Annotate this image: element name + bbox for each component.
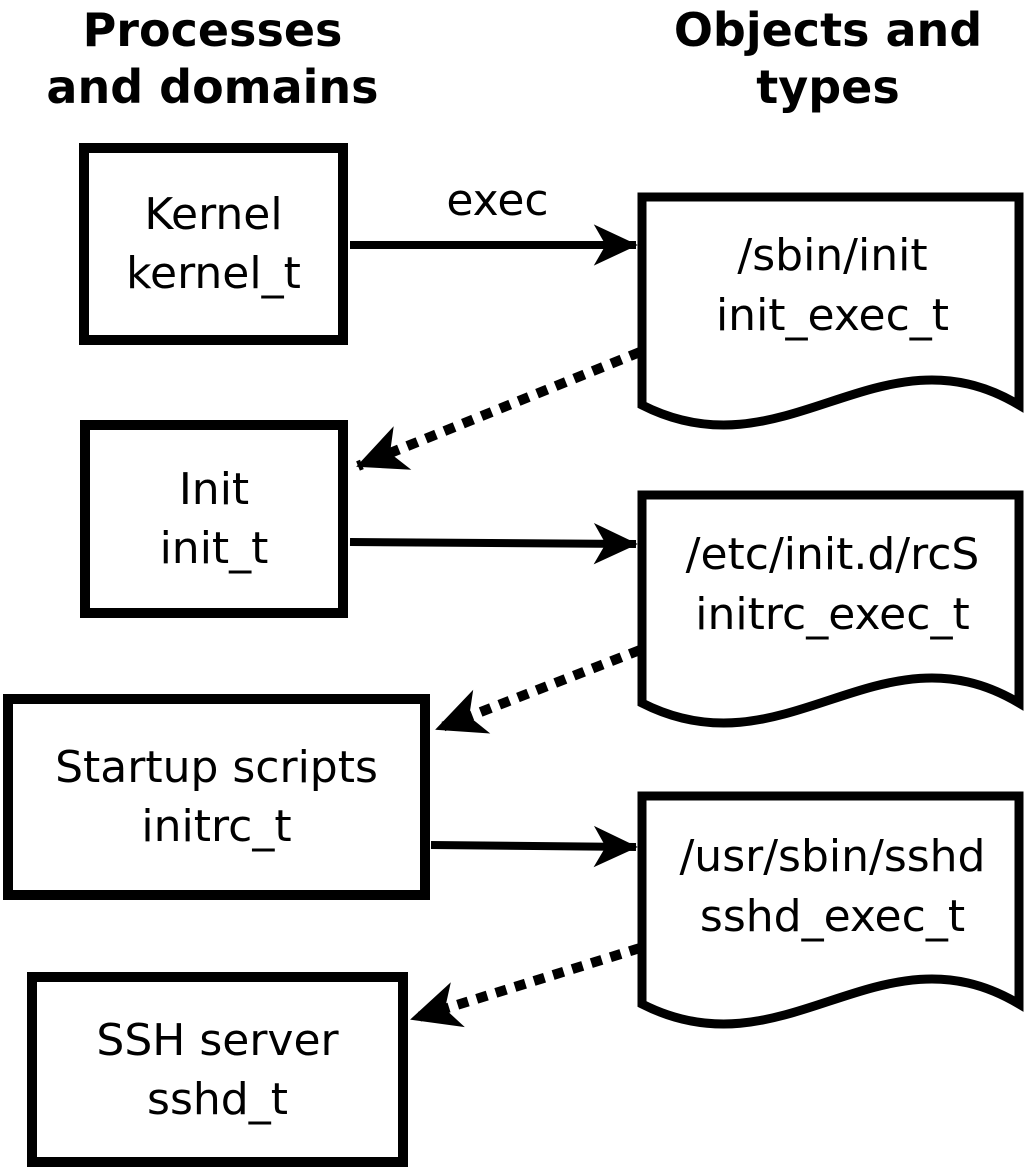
object-doc-usr-sbin-sshd: /usr/sbin/sshd sshd_exec_t — [650, 794, 1015, 979]
document-shape-etc-initd-rcs — [637, 490, 1024, 728]
object-type: sshd_exec_t — [699, 890, 966, 942]
process-box-init: Init init_t — [80, 420, 348, 618]
column-heading-objects: Objects and types — [673, 3, 983, 114]
process-type: initrc_t — [141, 801, 292, 852]
object-doc-etc-initd-rcs: /etc/init.d/rcS initrc_exec_t — [650, 492, 1015, 677]
object-path: /usr/sbin/sshd — [679, 830, 986, 882]
process-type: init_t — [159, 523, 269, 574]
transition-arrow-sshd-exec-to-sshd — [410, 943, 642, 1028]
process-type: sshd_t — [147, 1073, 288, 1125]
process-box-startup-scripts: Startup scripts initrc_t — [3, 694, 430, 900]
process-name: Init — [178, 464, 250, 515]
object-path: /sbin/init — [737, 230, 928, 281]
document-shape-sbin-init — [637, 192, 1024, 430]
object-type: init_exec_t — [715, 290, 950, 341]
object-path: /etc/init.d/rcS — [685, 528, 980, 580]
process-name: Startup scripts — [55, 742, 378, 793]
exec-arrow-initrc-to-sshd-exec — [430, 825, 638, 868]
column-heading-processes: Processes and domains — [46, 3, 379, 114]
exec-arrow-label: exec — [446, 175, 549, 226]
transition-arrow-init-exec-to-init — [356, 347, 642, 471]
exec-arrow-init-to-initrc-exec — [349, 523, 638, 565]
process-box-ssh-server: SSH server sshd_t — [27, 972, 408, 1167]
object-type: initrc_exec_t — [695, 588, 970, 640]
object-doc-sbin-init: /sbin/init init_exec_t — [650, 192, 1015, 380]
process-name: Kernel — [144, 189, 283, 240]
transition-arrow-initrc-exec-to-initrc — [435, 645, 642, 734]
document-shape-usr-sbin-sshd — [637, 791, 1024, 1029]
process-box-kernel: Kernel kernel_t — [79, 143, 348, 345]
process-name: SSH server — [96, 1014, 339, 1066]
process-type: kernel_t — [126, 248, 301, 299]
